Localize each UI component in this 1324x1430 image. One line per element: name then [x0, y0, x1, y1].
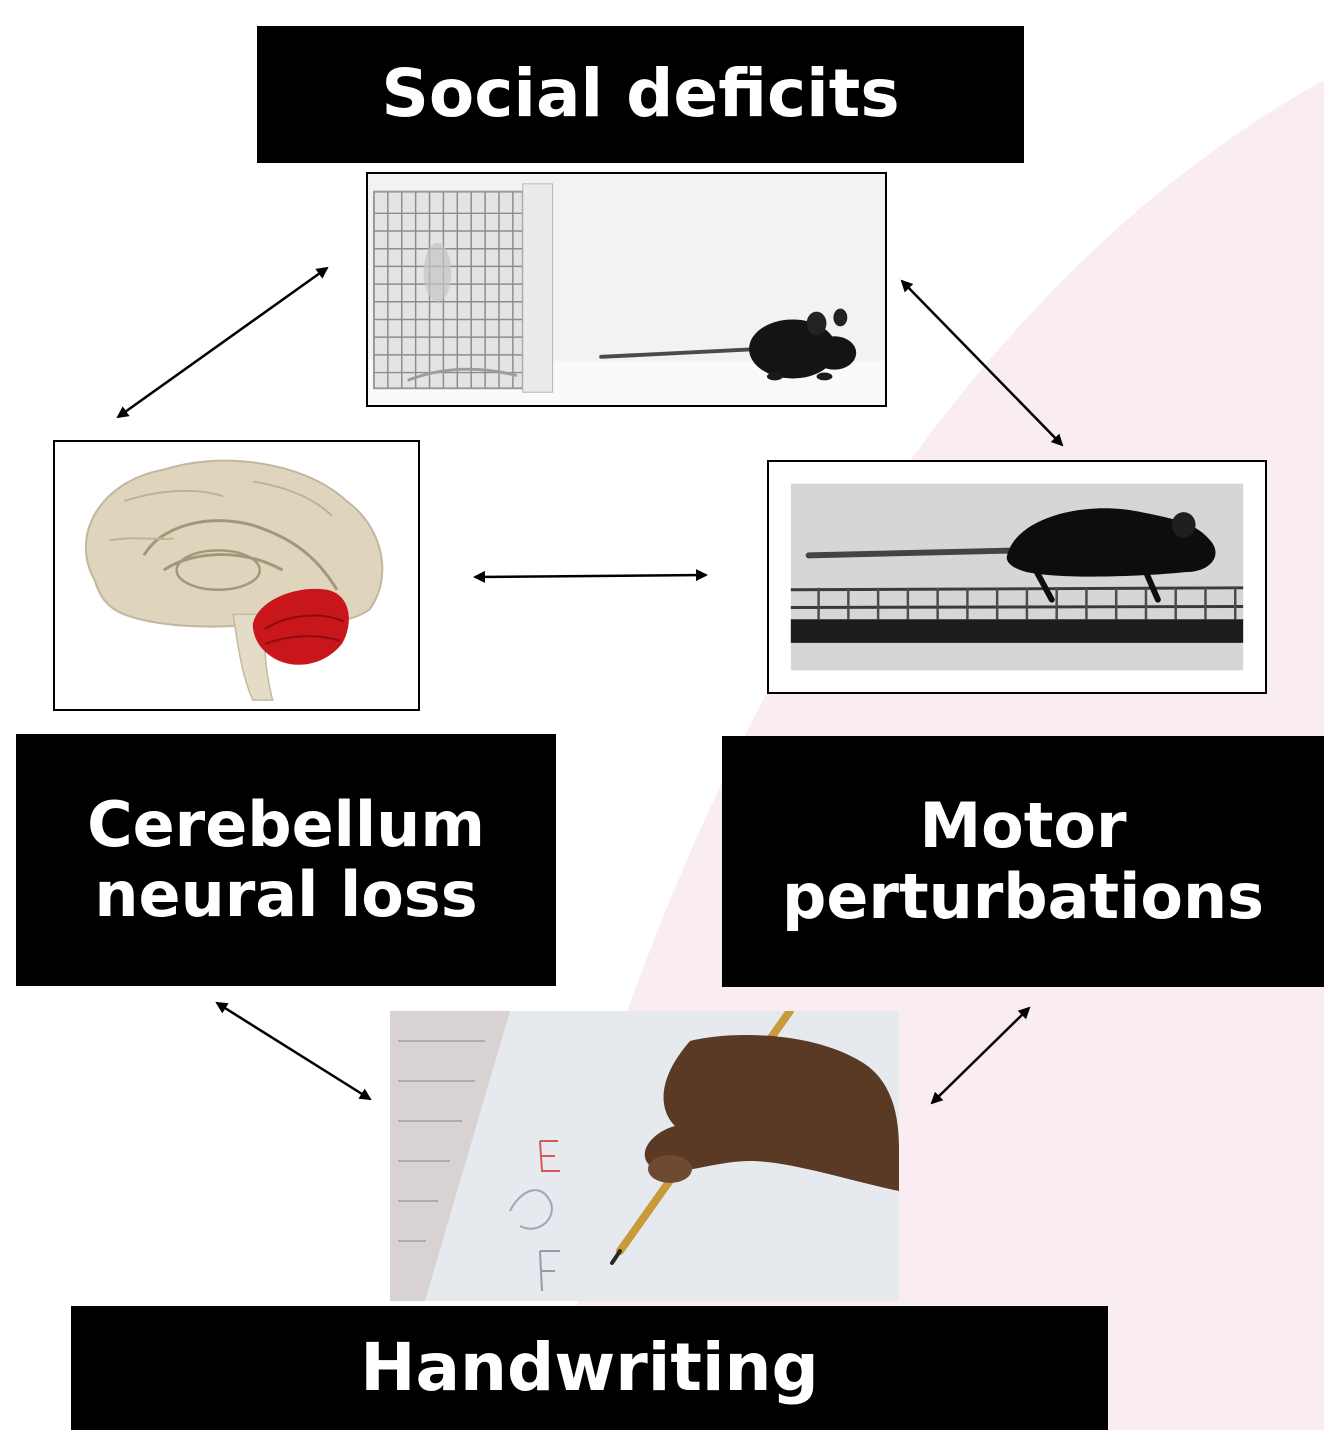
node-motor-line2: perturbations — [781, 859, 1265, 933]
node-handwriting-text: Handwriting — [360, 1328, 819, 1406]
node-social-deficits: Social deficits — [257, 26, 1024, 163]
node-social-deficits-text: Social deficits — [381, 55, 900, 133]
brain-cerebellum-illustration — [53, 440, 420, 711]
node-handwriting: Handwriting — [71, 1306, 1108, 1430]
mouse-cage-photo — [366, 172, 887, 407]
node-cerebellum-neural-loss: Cerebellum neural loss — [16, 734, 556, 986]
node-cerebellum-line1: Cerebellum — [87, 787, 485, 861]
node-cerebellum-line2: neural loss — [94, 858, 478, 931]
child-handwriting-photo — [390, 1011, 899, 1301]
node-motor-line1: Motor — [919, 789, 1127, 863]
mouse-ladder-walk-photo — [767, 460, 1267, 694]
node-motor-perturbations: Motor perturbations — [722, 736, 1324, 987]
